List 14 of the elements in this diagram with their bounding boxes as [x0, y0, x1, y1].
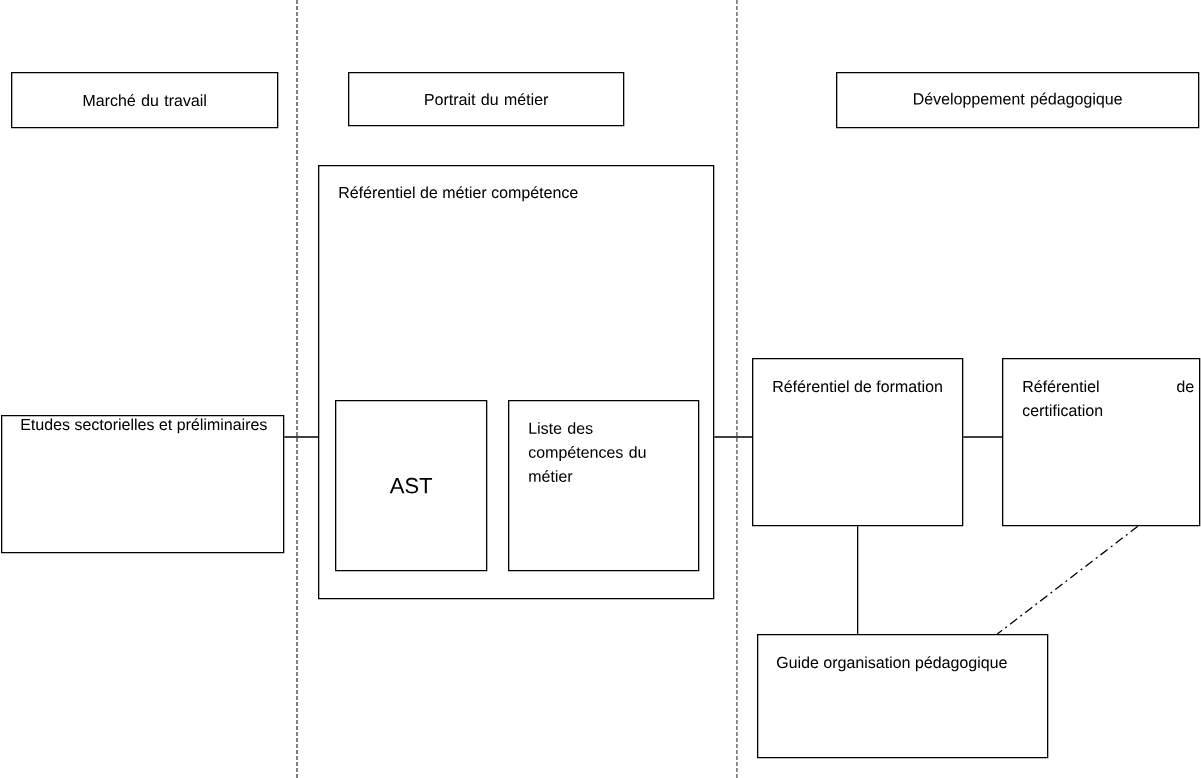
process-box: Référentiel de certification — [1002, 358, 1201, 527]
process-box: Développement pédagogique — [836, 72, 1200, 129]
process-box: Marché du travail — [11, 72, 279, 129]
connector-line — [713, 436, 753, 438]
process-box: Référentiel de formation — [752, 358, 964, 527]
process-box: Etudes sectorielles et préliminaires — [1, 415, 285, 554]
process-box: Portrait du métier — [348, 72, 625, 127]
connector-line — [962, 436, 1003, 438]
connector-line — [857, 525, 859, 635]
connector-line — [996, 525, 1139, 635]
connector-line — [283, 436, 319, 438]
process-box: AST — [335, 400, 488, 572]
process-box: Liste des compétences du métier — [508, 400, 700, 572]
process-box: Guide organisation pédagogique — [757, 634, 1049, 759]
